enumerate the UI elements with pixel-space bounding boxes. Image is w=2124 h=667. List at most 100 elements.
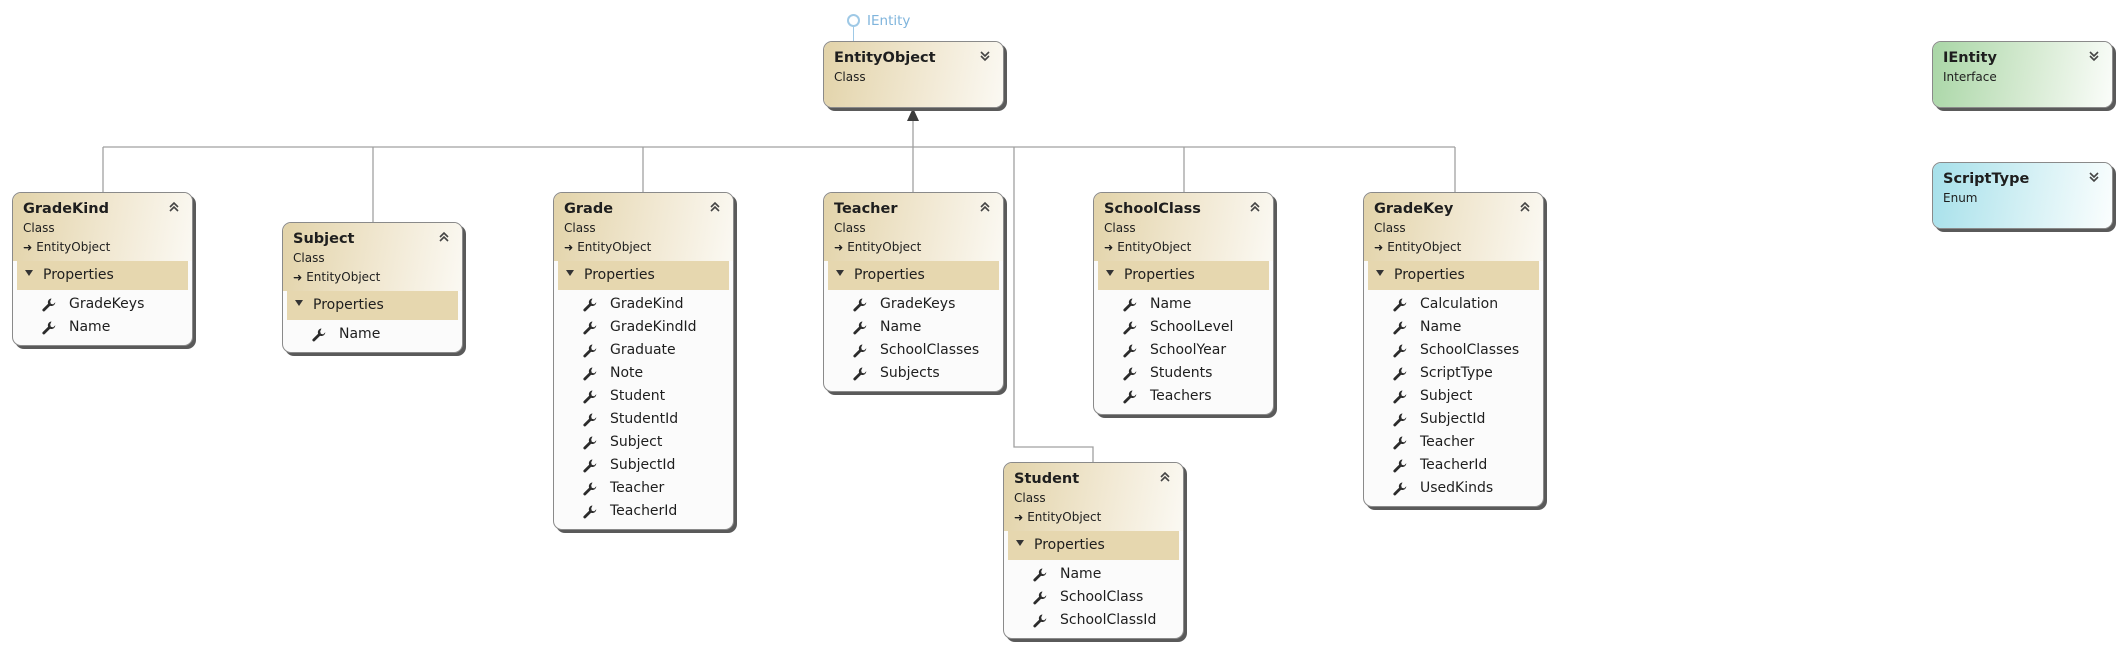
property-item[interactable]: SubjectId bbox=[554, 454, 733, 477]
property-item[interactable]: Name bbox=[283, 323, 462, 346]
base-type-line: ➜EntityObject bbox=[1014, 509, 1173, 526]
collapse-chevron-icon[interactable] bbox=[1518, 200, 1532, 214]
shape-kind: Class bbox=[564, 221, 596, 235]
wrench-icon bbox=[852, 320, 868, 336]
base-type-line: ➜EntityObject bbox=[1104, 239, 1263, 256]
property-item[interactable]: Calculation bbox=[1364, 293, 1543, 316]
wrench-icon bbox=[582, 458, 598, 474]
property-item[interactable]: Student bbox=[554, 385, 733, 408]
properties-section-header[interactable]: Properties bbox=[828, 261, 999, 290]
wrench-icon bbox=[1392, 481, 1408, 497]
property-item[interactable]: SchoolClasses bbox=[1364, 339, 1543, 362]
property-item[interactable]: TeacherId bbox=[1364, 454, 1543, 477]
wrench-icon bbox=[852, 366, 868, 382]
properties-section-header[interactable]: Properties bbox=[558, 261, 729, 290]
property-item[interactable]: SchoolYear bbox=[1094, 339, 1273, 362]
property-item[interactable]: Students bbox=[1094, 362, 1273, 385]
wrench-icon bbox=[41, 297, 57, 313]
section-label: Properties bbox=[1394, 267, 1465, 283]
property-item[interactable]: TeacherId bbox=[554, 500, 733, 523]
shape-kind: Class bbox=[23, 221, 55, 235]
collapse-chevron-icon[interactable] bbox=[437, 230, 451, 244]
properties-section-header[interactable]: Properties bbox=[1008, 531, 1179, 560]
property-item[interactable]: Subjects bbox=[824, 362, 1003, 385]
collapse-chevron-icon[interactable] bbox=[978, 200, 992, 214]
property-name: Name bbox=[339, 326, 381, 342]
shape-scripttype[interactable]: ScriptType Enum bbox=[1932, 162, 2113, 229]
wrench-icon bbox=[582, 504, 598, 520]
property-item[interactable]: GradeKeys bbox=[13, 293, 192, 316]
base-type-line: ➜EntityObject bbox=[1374, 239, 1533, 256]
property-item[interactable]: SchoolLevel bbox=[1094, 316, 1273, 339]
property-item[interactable]: GradeKind bbox=[554, 293, 733, 316]
collapse-triangle-icon bbox=[1016, 540, 1024, 546]
shape-entityobject[interactable]: EntityObject Class bbox=[823, 41, 1004, 108]
inherits-arrow-icon: ➜ bbox=[1104, 241, 1114, 254]
shape-ientity[interactable]: IEntity Interface bbox=[1932, 41, 2113, 108]
collapse-chevron-icon[interactable] bbox=[167, 200, 181, 214]
properties-section-header[interactable]: Properties bbox=[287, 291, 458, 320]
shape-title: EntityObject bbox=[834, 50, 936, 66]
property-item[interactable]: SchoolClass bbox=[1004, 586, 1183, 609]
properties-section-header[interactable]: Properties bbox=[1368, 261, 1539, 290]
property-name: Calculation bbox=[1420, 296, 1499, 312]
base-type-line: ➜EntityObject bbox=[23, 239, 182, 256]
expand-chevron-icon[interactable] bbox=[2087, 170, 2101, 184]
collapse-chevron-icon[interactable] bbox=[1248, 200, 1262, 214]
property-item[interactable]: Note bbox=[554, 362, 733, 385]
property-name: SchoolClasses bbox=[1420, 342, 1520, 358]
property-item[interactable]: Name bbox=[1364, 316, 1543, 339]
collapse-triangle-icon bbox=[25, 270, 33, 276]
wrench-icon bbox=[1032, 590, 1048, 606]
property-item[interactable]: Teacher bbox=[554, 477, 733, 500]
property-name: SubjectId bbox=[610, 457, 676, 473]
property-item[interactable]: Name bbox=[1004, 563, 1183, 586]
wrench-icon bbox=[1122, 389, 1138, 405]
property-name: UsedKinds bbox=[1420, 480, 1494, 496]
property-name: Subject bbox=[610, 434, 663, 450]
collapse-chevron-icon[interactable] bbox=[1158, 470, 1172, 484]
property-item[interactable]: Teachers bbox=[1094, 385, 1273, 408]
property-item[interactable]: StudentId bbox=[554, 408, 733, 431]
property-item[interactable]: Graduate bbox=[554, 339, 733, 362]
property-item[interactable]: Teacher bbox=[1364, 431, 1543, 454]
wrench-icon bbox=[1122, 297, 1138, 313]
wrench-icon bbox=[1392, 458, 1408, 474]
properties-section-header[interactable]: Properties bbox=[17, 261, 188, 290]
wrench-icon bbox=[852, 343, 868, 359]
property-item[interactable]: Subject bbox=[554, 431, 733, 454]
expand-chevron-icon[interactable] bbox=[978, 49, 992, 63]
property-item[interactable]: UsedKinds bbox=[1364, 477, 1543, 500]
properties-section-header[interactable]: Properties bbox=[1098, 261, 1269, 290]
property-item[interactable]: GradeKeys bbox=[824, 293, 1003, 316]
property-item[interactable]: Name bbox=[13, 316, 192, 339]
property-item[interactable]: Name bbox=[1094, 293, 1273, 316]
expand-chevron-icon[interactable] bbox=[2087, 49, 2101, 63]
property-item[interactable]: SchoolClasses bbox=[824, 339, 1003, 362]
property-item[interactable]: GradeKindId bbox=[554, 316, 733, 339]
property-item[interactable]: Name bbox=[824, 316, 1003, 339]
property-item[interactable]: SchoolClassId bbox=[1004, 609, 1183, 632]
property-item[interactable]: Subject bbox=[1364, 385, 1543, 408]
wrench-icon bbox=[1122, 320, 1138, 336]
collapse-triangle-icon bbox=[566, 270, 574, 276]
property-name: SchoolLevel bbox=[1150, 319, 1234, 335]
property-name: Teacher bbox=[1420, 434, 1475, 450]
shape-kind: Class bbox=[1104, 221, 1136, 235]
wrench-icon bbox=[582, 366, 598, 382]
property-item[interactable]: ScriptType bbox=[1364, 362, 1543, 385]
base-type-name: EntityObject bbox=[1027, 510, 1102, 524]
wrench-icon bbox=[1122, 343, 1138, 359]
property-item[interactable]: SubjectId bbox=[1364, 408, 1543, 431]
collapse-chevron-icon[interactable] bbox=[708, 200, 722, 214]
